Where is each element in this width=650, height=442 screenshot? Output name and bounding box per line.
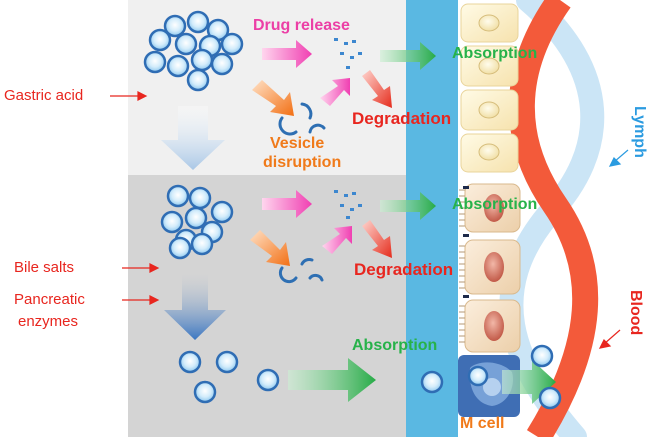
broken-vesicle-1	[278, 102, 326, 136]
degradation-arrow-1	[362, 70, 392, 108]
enzymes-label: enzymes	[18, 313, 79, 330]
vesicle-disruption-arrow-2	[250, 230, 290, 266]
bile-salts-label: Bile salts	[14, 259, 75, 276]
released-drug-2	[334, 190, 362, 219]
stomach-epithelium	[460, 3, 519, 173]
vesicle-disruption-arrow-1	[252, 80, 294, 116]
drug-release-arrow-1	[262, 40, 312, 68]
down-arrow-intestine	[164, 274, 226, 340]
vesicle-transport-row	[178, 344, 562, 410]
vesicle-label: Vesicle	[270, 135, 325, 152]
degradation-label-2: Degradation	[354, 260, 454, 279]
intestine-epithelium	[459, 183, 521, 353]
absorption-label-1: Absorption	[452, 45, 538, 62]
release-diagonal-arrow-2	[322, 226, 352, 254]
drug-release-label: Drug release	[253, 17, 350, 34]
absorption-arrow-3	[288, 358, 376, 402]
drug-release-arrow-2	[262, 190, 312, 218]
absorption-arrow-2	[380, 192, 436, 220]
degradation-arrow-2	[362, 220, 392, 258]
broken-vesicle-2	[278, 258, 324, 284]
mucus-layer	[406, 0, 458, 437]
lymph-pointer	[608, 149, 629, 167]
release-diagonal-arrow-1	[320, 78, 350, 106]
vesicle-cluster-intestine	[160, 184, 234, 260]
down-arrow-stomach	[161, 106, 225, 170]
absorption-arrow-1	[380, 42, 436, 70]
disruption-label: disruption	[263, 154, 342, 171]
degradation-label-1: Degradation	[352, 109, 452, 128]
lymph-label: Lymph	[631, 106, 648, 158]
blood-vessel	[508, 0, 599, 442]
absorption-label-3: Absorption	[352, 337, 438, 354]
m-cell-label: M cell	[460, 415, 505, 432]
pancreatic-label: Pancreatic	[14, 291, 85, 308]
absorption-label-2: Absorption	[452, 196, 538, 213]
gastric-acid-label: Gastric acid	[4, 87, 84, 104]
released-drug-1	[334, 38, 362, 69]
blood-label: Blood	[627, 290, 644, 336]
pointer-arrows	[110, 91, 621, 349]
vesicle-cluster-stomach	[143, 10, 244, 92]
